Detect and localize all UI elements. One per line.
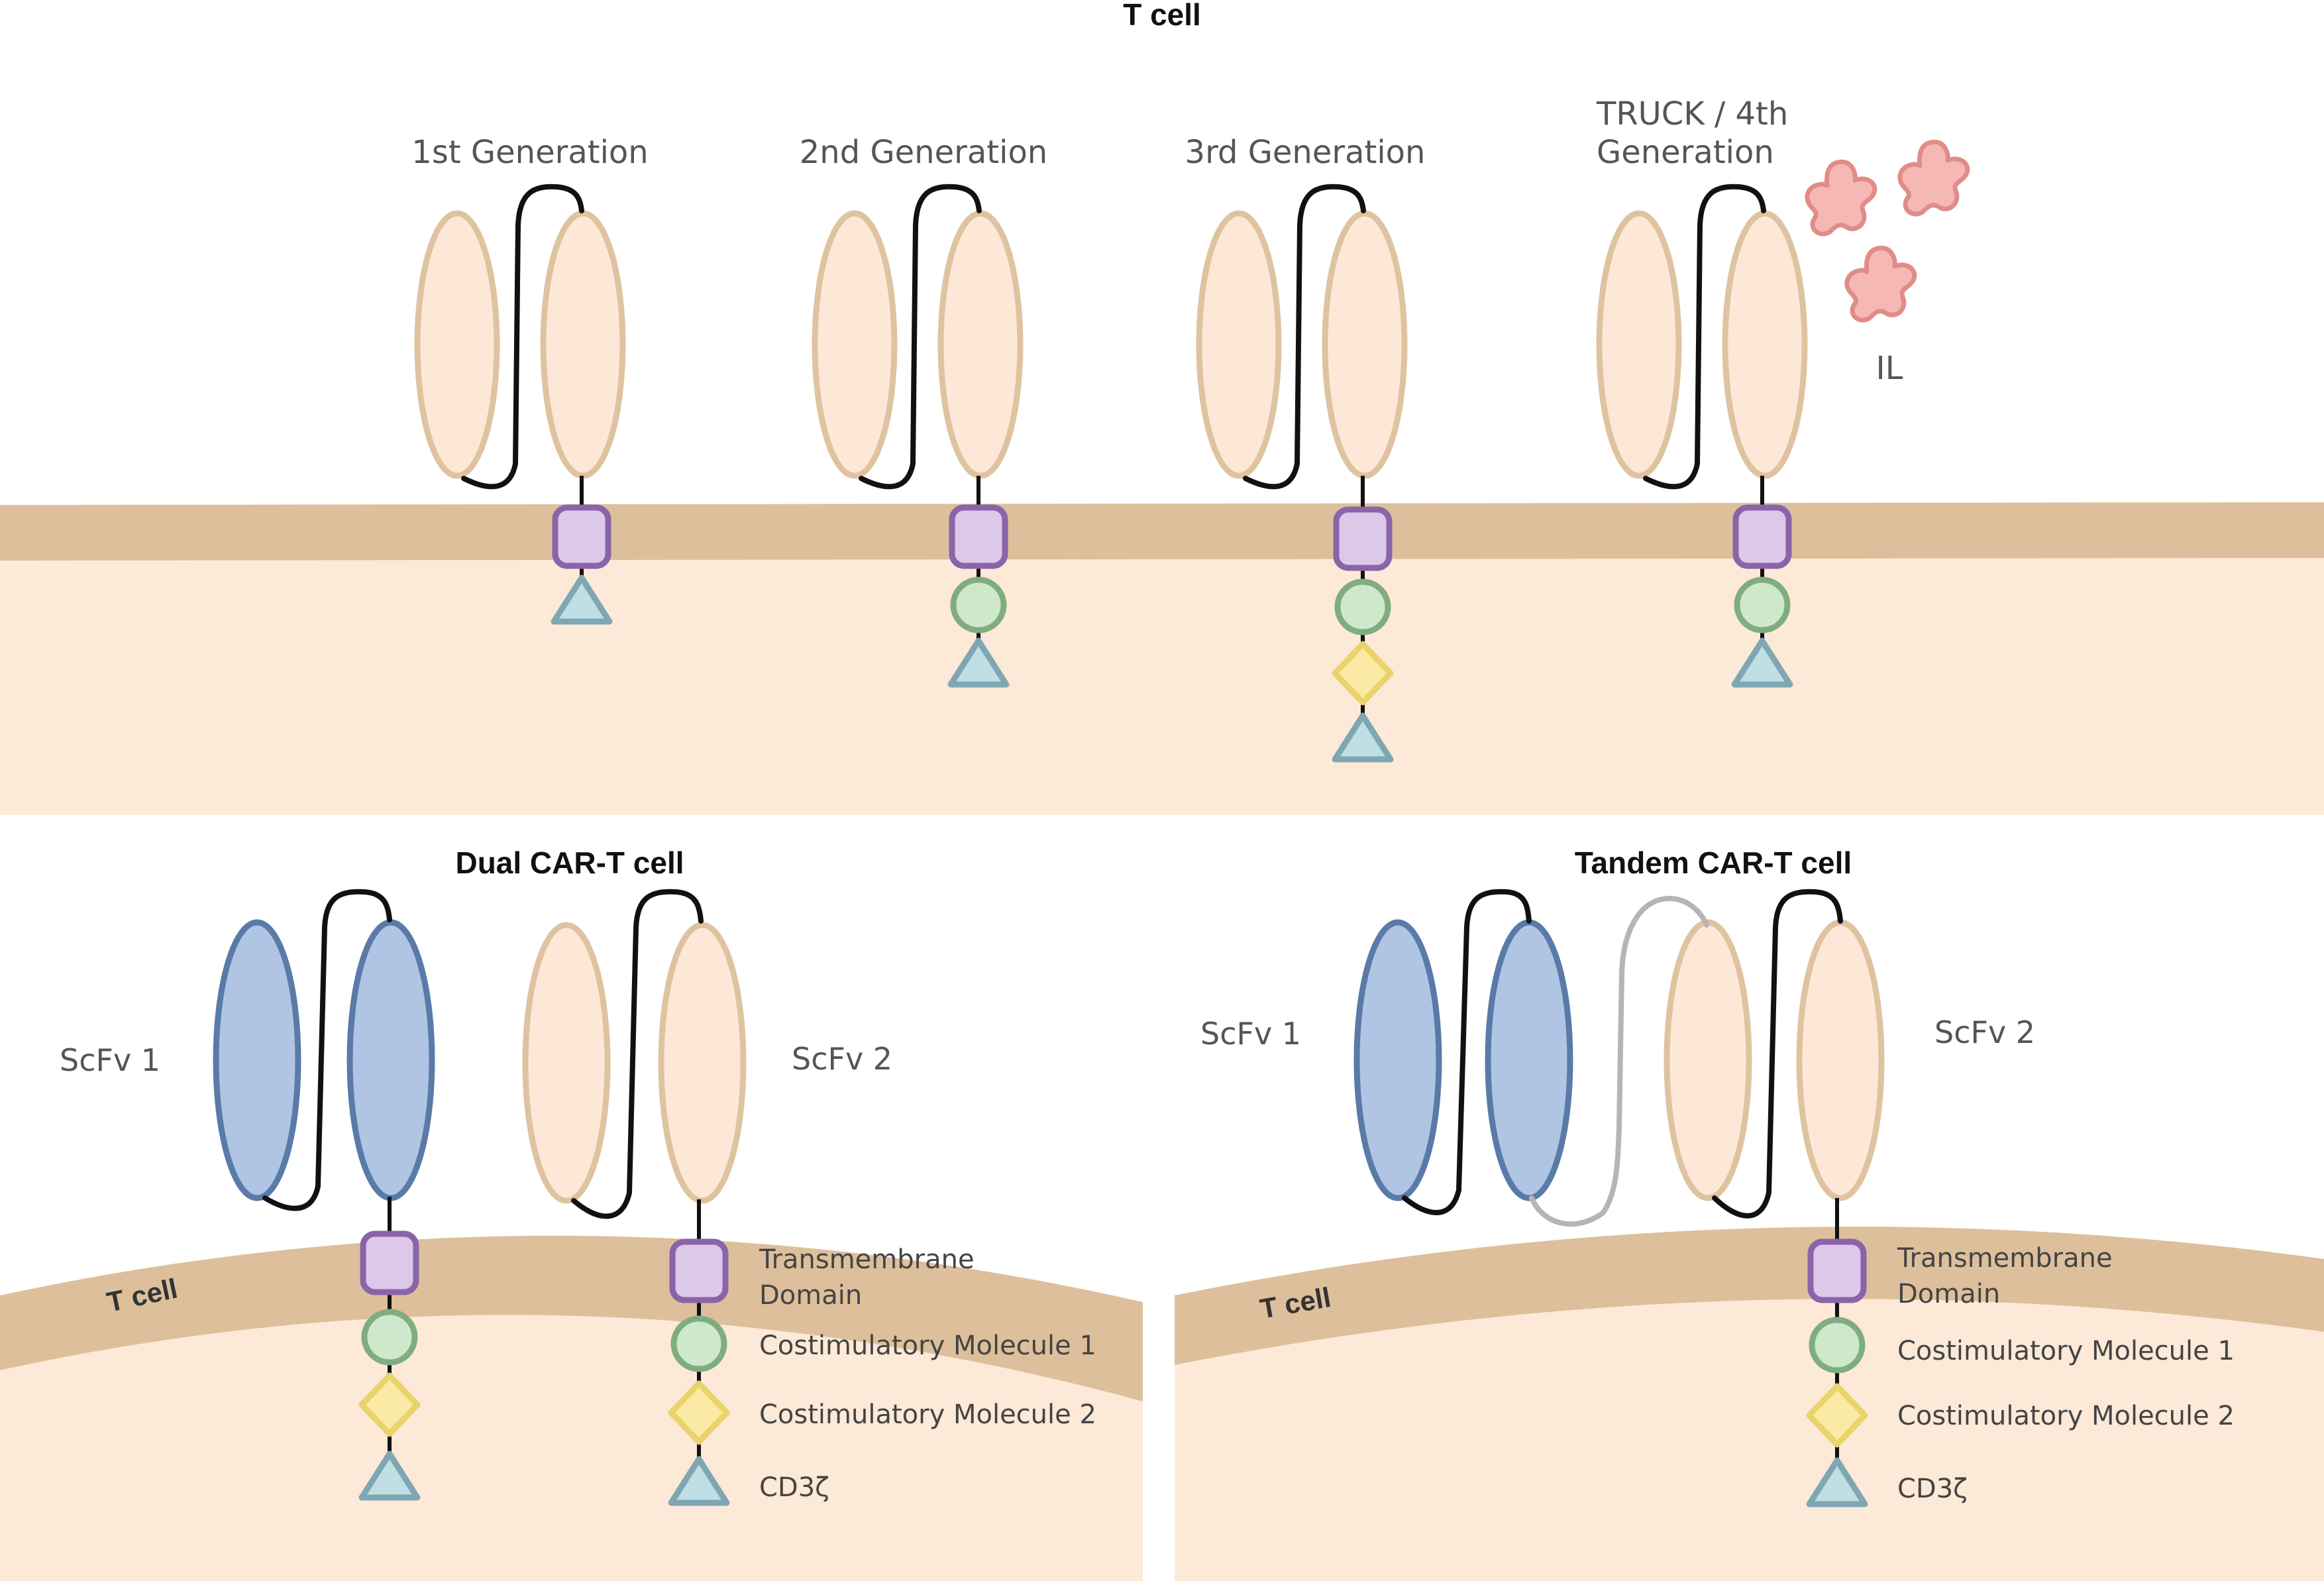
top-membrane (0, 502, 2324, 561)
scfv1-heavy-chain (1353, 919, 1442, 1201)
tandem-cytoplasm (1175, 1299, 2324, 1581)
transmembrane-domain (672, 1242, 725, 1300)
scfv2-heavy-chain (1664, 919, 1752, 1201)
tandem-membrane (1175, 1227, 2324, 1365)
label-truck-line2: Generation (1597, 134, 1774, 171)
scfv2-light-chain (1796, 919, 1885, 1201)
scfv2-linker (1712, 889, 1843, 1219)
scfv-heavy-chain (812, 210, 898, 479)
dual-scfv1-label: ScFv 1 (60, 1042, 160, 1078)
costimulatory-molecule-1 (1737, 580, 1787, 630)
legend-transmembrane-line2: Domain (759, 1280, 862, 1311)
car-2nd-generation: 2nd Generation (800, 134, 1047, 684)
legend-transmembrane-line1: Transmembrane (1897, 1243, 2113, 1274)
label-2nd-generation: 2nd Generation (800, 134, 1047, 171)
scfv-light-chain (1322, 210, 1408, 479)
scfv-light-chain (658, 922, 747, 1204)
scfv-heavy-chain (213, 919, 301, 1201)
car-3rd-generation: 3rd Generation (1185, 134, 1426, 759)
scfv1-light-chain (1485, 919, 1573, 1201)
legend-costim2: Costimulatory Molecule 2 (1897, 1401, 2235, 1431)
tandem-legend: Transmembrane Domain Costimulatory Molec… (1897, 1243, 2235, 1504)
transmembrane-domain (1336, 510, 1389, 568)
dual-car-scfv1 (213, 889, 435, 1498)
scfv-linker (571, 889, 704, 1219)
scfv-linker (859, 184, 982, 490)
label-1st-generation: 1st Generation (411, 134, 648, 171)
costimulatory-molecule-1 (953, 580, 1004, 630)
inter-scfv-linker (1529, 895, 1709, 1227)
tandem-car (1353, 889, 1885, 1504)
dual-panel-title: Dual CAR-T cell (455, 845, 684, 880)
interleukin-icon (1847, 248, 1915, 320)
interleukin-icon (1900, 142, 1968, 214)
scfv-heavy-chain (1196, 210, 1282, 479)
costimulatory-molecule-1 (674, 1319, 724, 1369)
top-panel: T cell 1st Generation 2nd Generation (0, 0, 2324, 815)
costimulatory-molecule-1 (1812, 1320, 1862, 1370)
scfv-linker (1643, 184, 1766, 490)
transmembrane-domain (555, 508, 608, 566)
scfv-light-chain (1722, 210, 1808, 479)
costimulatory-molecule-1 (364, 1312, 415, 1362)
tandem-scfv2-label: ScFv 2 (1934, 1014, 2035, 1050)
transmembrane-domain (952, 508, 1005, 566)
transmembrane-domain (1736, 508, 1789, 566)
car-1st-generation: 1st Generation (411, 134, 649, 622)
scfv-heavy-chain (414, 210, 500, 479)
legend-costim1: Costimulatory Molecule 1 (759, 1331, 1096, 1361)
label-il: IL (1876, 350, 1903, 387)
tandem-panel-title: Tandem CAR-T cell (1575, 845, 1852, 880)
scfv-light-chain (346, 919, 435, 1201)
scfv-linker (1243, 184, 1366, 490)
dual-car-scfv2 (522, 889, 747, 1503)
transmembrane-domain (1811, 1242, 1864, 1300)
panel-gap-vertical (1143, 881, 1175, 1581)
costimulatory-molecule-1 (1338, 582, 1388, 632)
legend-cd3z: CD3ζ (1897, 1474, 1968, 1504)
legend-costim1: Costimulatory Molecule 1 (1897, 1336, 2235, 1366)
legend-transmembrane-line2: Domain (1897, 1279, 2000, 1309)
scfv-light-chain (540, 210, 626, 479)
label-truck-line1: TRUCK / 4th (1596, 95, 1788, 133)
label-3rd-generation: 3rd Generation (1185, 134, 1426, 171)
panel-gap-horizontal (0, 815, 2324, 835)
scfv-heavy-chain (522, 922, 611, 1204)
car-truck-4th-generation: TRUCK / 4th Generation IL (1596, 95, 1968, 684)
legend-transmembrane-line1: Transmembrane (759, 1244, 975, 1275)
dual-membrane (0, 1235, 1143, 1401)
transmembrane-domain (363, 1234, 416, 1292)
dual-car-t-panel: Dual CAR-T cell T cell ScFv 1 ScFv 2 (0, 845, 1143, 1581)
scfv-light-chain (937, 210, 1024, 479)
dual-cytoplasm-inner (0, 1315, 1143, 1581)
scfv-linker (461, 184, 584, 490)
top-cytoplasm (0, 523, 2324, 815)
scfv1-linker (1402, 889, 1532, 1215)
tandem-scfv1-label: ScFv 1 (1200, 1016, 1301, 1052)
top-panel-title: T cell (1123, 0, 1201, 32)
scfv-linker (262, 889, 392, 1211)
tandem-car-t-panel: Tandem CAR-T cell T cell ScFv 1 ScFv 2 T… (1175, 845, 2324, 1581)
dual-legend: Transmembrane Domain Costimulatory Molec… (759, 1244, 1096, 1503)
scfv-heavy-chain (1596, 210, 1682, 479)
interleukin-icon (1807, 162, 1875, 234)
legend-cd3z: CD3ζ (759, 1472, 829, 1503)
dual-scfv2-label: ScFv 2 (792, 1041, 892, 1077)
legend-costim2: Costimulatory Molecule 2 (759, 1399, 1096, 1430)
